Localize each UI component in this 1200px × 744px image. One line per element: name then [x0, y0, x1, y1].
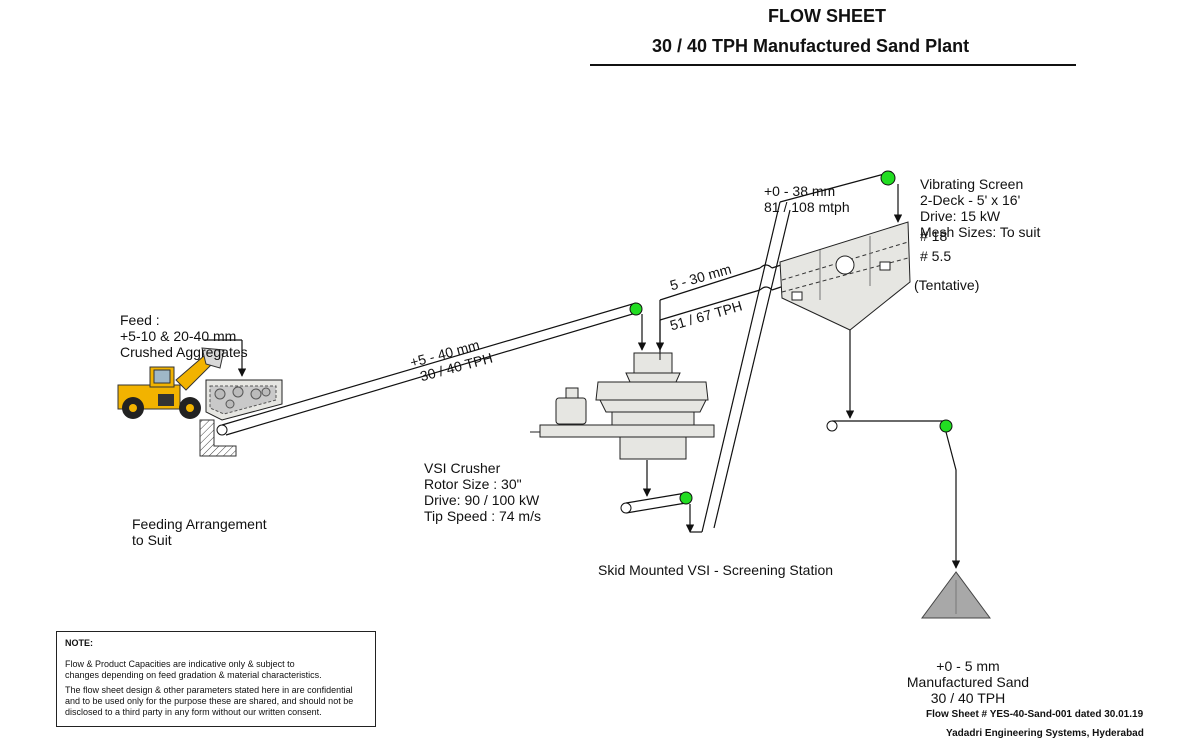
company-name: Yadadri Engineering Systems, Hyderabad: [946, 728, 1144, 739]
note-para-1: Flow & Product Capacities are indicative…: [65, 659, 322, 680]
mesh-tentative-label: (Tentative): [914, 277, 980, 293]
mesh-top-label: # 18: [920, 228, 948, 244]
head-pulley-return: [679, 491, 693, 505]
note-box: NOTE: Flow & Product Capacities are indi…: [56, 631, 376, 727]
note-heading: NOTE:: [65, 638, 94, 648]
feed-conveyor: [221, 302, 637, 426]
return-conveyor: [625, 492, 687, 504]
head-pulley-screen: [880, 170, 896, 186]
tail-pulley: [216, 424, 228, 436]
station-label: Skid Mounted VSI - Screening Station: [598, 562, 834, 578]
note-para-2: The flow sheet design & other parameters…: [65, 685, 354, 717]
ground-hatch: [199, 419, 237, 457]
head-pulley-product: [939, 419, 953, 433]
page-subtitle: 30 / 40 TPH Manufactured Sand Plant: [652, 36, 970, 56]
head-pulley-feed: [629, 302, 643, 316]
vsi-crusher-icon: [530, 352, 715, 460]
vibrating-screen-icon: [779, 221, 911, 331]
page-title: FLOW SHEET: [768, 6, 886, 26]
wheel-loader-icon: [117, 347, 225, 419]
screen-feed-conveyor: [701, 201, 781, 533]
mesh-bottom-label: # 5.5: [920, 248, 952, 264]
flow-sheet-number: Flow Sheet # YES-40-Sand-001 dated 30.01…: [926, 709, 1144, 720]
feed-hopper-icon: [205, 379, 283, 421]
